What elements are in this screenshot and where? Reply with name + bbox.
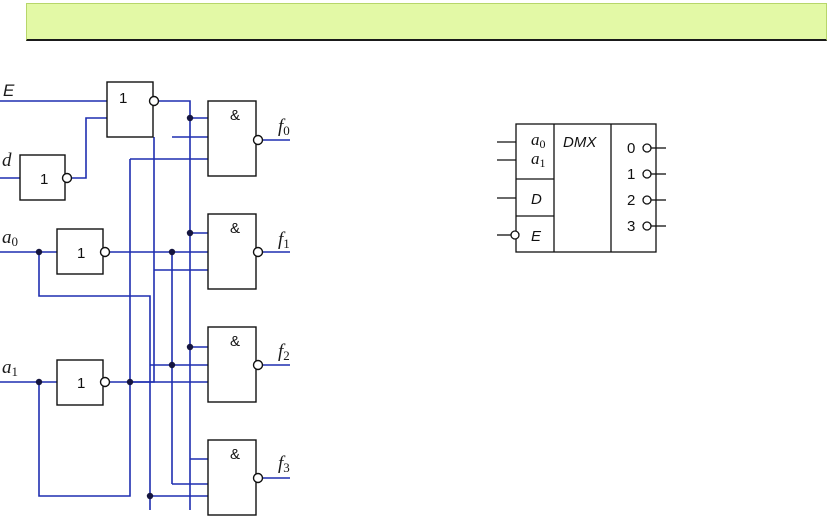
label-d: d bbox=[2, 150, 12, 171]
or-gate-bubble bbox=[148, 95, 160, 107]
not-a1-symbol: 1 bbox=[77, 375, 85, 392]
label-E: E bbox=[3, 81, 15, 100]
not-gate-d bbox=[19, 154, 66, 201]
label-a0: a0 bbox=[2, 227, 18, 249]
and-2-symbol: & bbox=[230, 333, 240, 350]
not-d-symbol: 1 bbox=[40, 171, 48, 188]
dmx-input-E: E bbox=[531, 228, 542, 245]
dmx-output-1: 1 bbox=[627, 166, 635, 183]
dmx-labels: a0 a1 D E DMX 0 1 2 3 bbox=[531, 130, 635, 245]
label-f0: f0 bbox=[278, 116, 290, 138]
dmx-output-0: 0 bbox=[627, 140, 635, 157]
or-gate-symbol: 1 bbox=[119, 90, 127, 107]
and-gate-0 bbox=[207, 100, 257, 177]
dmx-output-3: 3 bbox=[627, 218, 635, 235]
gate-symbols: 1 1 1 1 & & & & bbox=[40, 90, 240, 463]
and-1-symbol: & bbox=[230, 220, 240, 237]
dmx-output-2: 2 bbox=[627, 192, 635, 209]
label-f1: f1 bbox=[278, 229, 290, 251]
circuit-wires bbox=[0, 100, 290, 510]
and-3-symbol: & bbox=[230, 446, 240, 463]
output-labels: f0 f1 f2 f3 bbox=[278, 116, 290, 475]
or-gate bbox=[106, 81, 154, 138]
not-gate-a0 bbox=[56, 228, 104, 275]
label-f3: f3 bbox=[278, 453, 290, 475]
not-a0-symbol: 1 bbox=[77, 245, 85, 262]
junction-dots bbox=[35, 114, 194, 500]
input-labels: E d a0 a1 bbox=[2, 81, 18, 379]
and-gate-2 bbox=[207, 326, 257, 403]
dmx-name: DMX bbox=[563, 134, 597, 151]
dmx-input-D: D bbox=[531, 191, 542, 208]
header-bar bbox=[26, 3, 827, 41]
dmx-symbol bbox=[497, 123, 666, 253]
and-gate-1 bbox=[207, 213, 257, 290]
dmx-addr-a1: a1 bbox=[531, 149, 546, 170]
dmx-addr-a0: a0 bbox=[531, 130, 546, 151]
label-a1: a1 bbox=[2, 357, 18, 379]
and-gate-3 bbox=[207, 439, 257, 516]
label-f2: f2 bbox=[278, 341, 290, 363]
gate-outlines bbox=[19, 81, 264, 516]
and-0-symbol: & bbox=[230, 107, 240, 124]
